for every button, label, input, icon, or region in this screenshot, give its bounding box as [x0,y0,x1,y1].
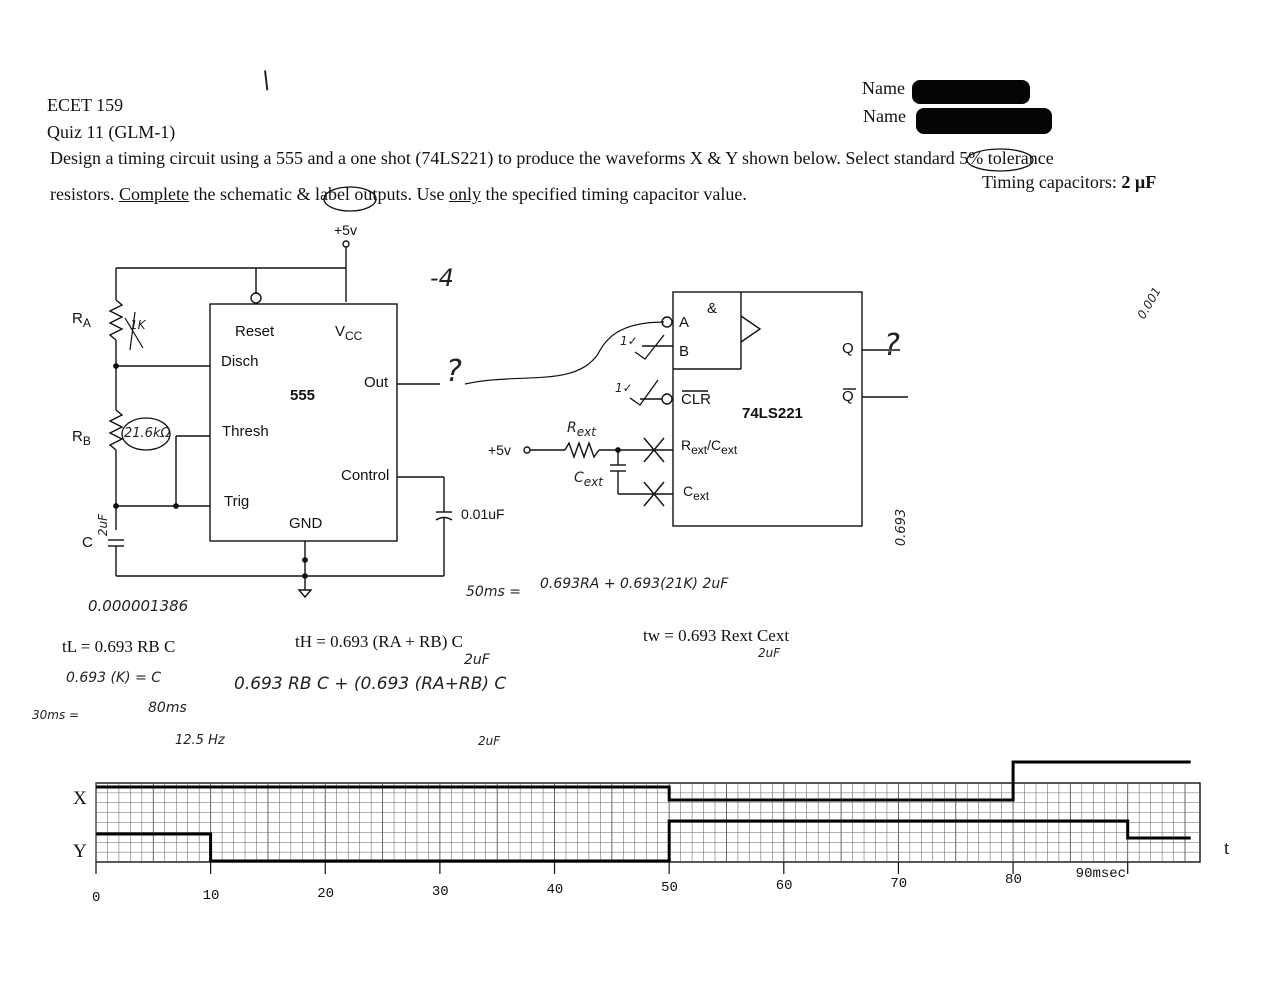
q-question: ? [884,328,900,363]
formula-tw: tw = 0.693 Rext Cext [643,626,790,645]
pin-thresh: Thresh [222,423,269,440]
pin-b: B [679,343,690,360]
tick-label: 50 [661,880,678,896]
formula-th: tH = 0.693 (RA + RB) C [295,632,463,651]
pin-out: Out [364,374,389,391]
pin-q: Q [842,340,854,357]
calc-tl-hz: 12.5 Hz [175,733,225,748]
ra-label: RA [72,310,91,330]
c-value: 2uF [96,513,111,537]
waveform-y [96,819,1191,863]
supply-mid-label: +5v [488,442,511,458]
tick-label: 20 [317,886,335,902]
timing-waveforms [96,760,1191,863]
check-clr: 1✓ [615,381,633,395]
calc-th-work: 0.693 RB C + (0.693 (RA+RB) C [234,674,507,694]
check-a: 1✓ [620,334,638,348]
timing-capacitors: Timing capacitors: 2 µF [982,172,1157,192]
pin-clr: CLR [681,391,712,408]
pin-rext-cext: Rext/Cext [681,437,738,457]
course-title: ECET 159 [47,95,124,115]
c-label: C [82,534,93,551]
pin-trig: Trig [224,493,250,510]
calc-tl-work: 0.693 (K) = C [66,670,162,686]
pin-disch: Disch [221,353,259,370]
rb-value: 21.6kΩ [124,426,171,441]
calc-tw-cap: 2uF [758,646,781,660]
pin-control: Control [341,467,390,484]
score-mark: -4 [430,264,454,292]
calc-tl-ms: 80ms [148,700,187,716]
calc-th-cap-2: 2uF [478,734,501,748]
formula-tl: tL = 0.693 RB C [62,637,176,656]
tick-label: 0 [92,890,101,906]
tick-label: 90msec [1075,866,1127,882]
waveform-y-label: Y [73,841,87,862]
and-symbol: & [707,300,718,317]
tick-label: 10 [202,888,220,904]
pin-a: A [679,314,690,331]
name-label-2: Name [863,106,906,126]
control-cap-value: 0.01uF [461,506,505,522]
quiz-title: Quiz 11 (GLM-1) [47,122,176,142]
redaction-block [912,80,1030,104]
tick-label: 30 [431,884,449,900]
ra-value: 1K [130,318,146,332]
waveform-x [96,760,1191,802]
ext-c-label: Cext [574,470,603,489]
redaction-block [916,108,1052,134]
calc-mid-eq-right: 0.693RA + 0.693(21K) 2uF [540,576,729,592]
name-label-1: Name [862,78,905,98]
tick-label: 40 [546,882,564,898]
rb-label: RB [72,428,91,448]
grader-mark: \ [262,66,271,94]
tick-label: 70 [890,876,908,892]
out-question: ? [446,354,462,389]
pin-cext: Cext [683,483,710,503]
margin-note-1: 0.693 [894,508,910,547]
supply-top-label: +5v [334,222,357,238]
calc-small-number: 0.000001386 [88,597,189,615]
pin-gnd: GND [289,515,323,532]
ic-555-name: 555 [290,387,316,404]
calc-left-note: 30ms = [32,708,80,722]
tick-label: 80 [1005,872,1022,888]
instructions-line-1: Design a timing circuit using a 555 and … [50,148,1054,168]
time-axis-label: t [1224,838,1230,859]
ext-r-label: Rext [567,420,596,439]
waveform-x-label: X [73,788,87,809]
pin-qbar: Q [842,388,854,405]
ic-74ls221-name: 74LS221 [742,405,803,422]
calc-th-cap: 2uF [464,652,490,668]
instructions-line-2: resistors. Complete the schematic & labe… [50,184,747,204]
tick-label: 60 [775,878,793,894]
calc-mid-eq-left: 50ms = [466,584,521,600]
pin-vcc: VCC [335,323,363,343]
pin-reset: Reset [235,323,275,340]
